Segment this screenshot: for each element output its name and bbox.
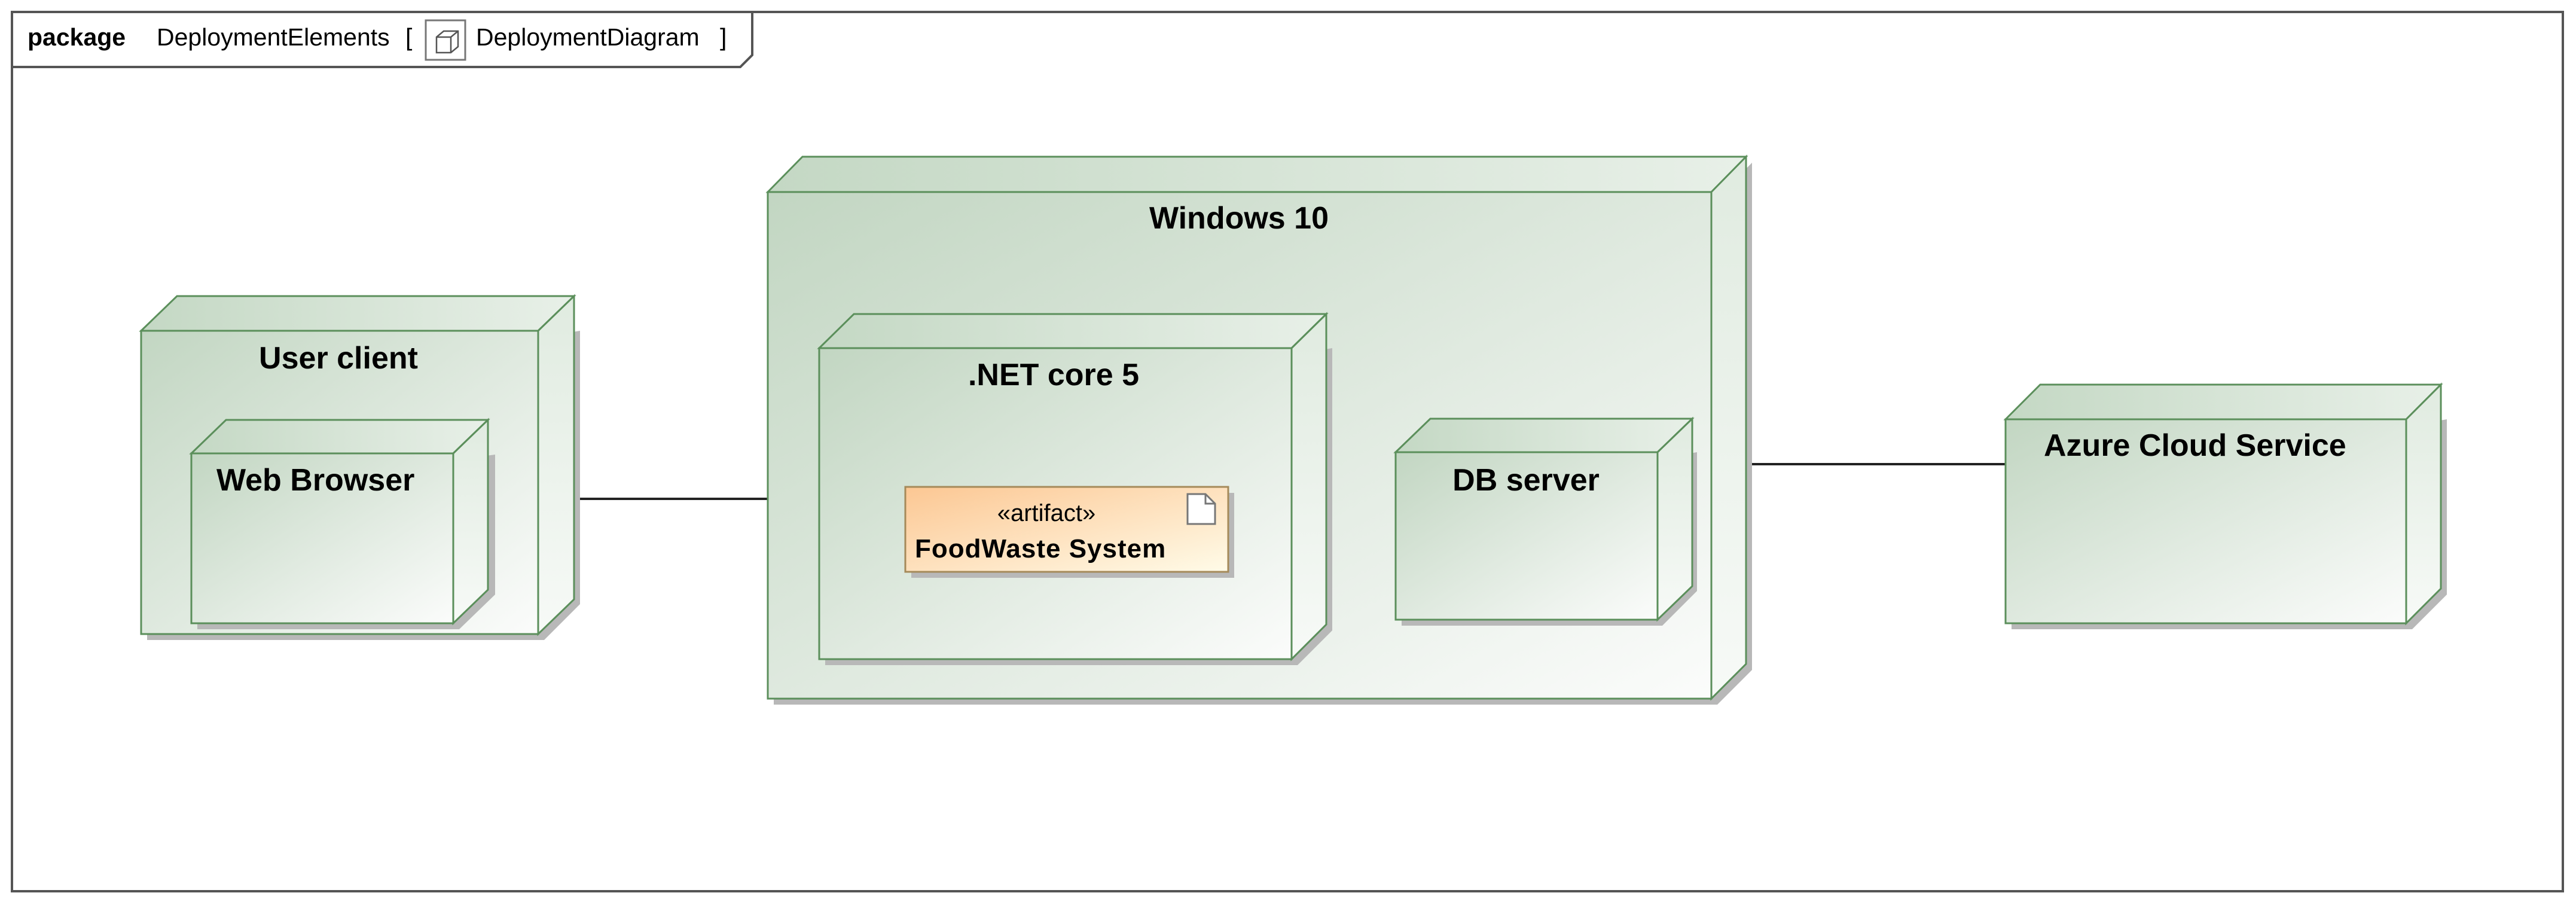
frame-diagram-name: DeploymentDiagram bbox=[476, 23, 700, 51]
frame-open-bracket: [ bbox=[405, 23, 413, 51]
node-web-browser[interactable]: Web Browser bbox=[189, 418, 495, 629]
deployment-diagram-icon bbox=[425, 19, 466, 61]
windows-title: Windows 10 bbox=[1149, 201, 1329, 236]
azure-title: Azure Cloud Service bbox=[2044, 428, 2346, 463]
frame-package-name: DeploymentElements bbox=[157, 23, 390, 51]
artifact-stereotype: «artifact» bbox=[997, 500, 1096, 526]
frame-keyword: package bbox=[28, 23, 126, 51]
artifact-document-icon bbox=[1186, 493, 1216, 525]
artifact-name: FoodWaste System bbox=[915, 534, 1166, 563]
node-db-server[interactable]: DB server bbox=[1393, 416, 1697, 626]
user-client-title: User client bbox=[259, 341, 418, 376]
node-azure-cloud-service[interactable]: Azure Cloud Service bbox=[2003, 382, 2447, 629]
frame-close-bracket: ] bbox=[720, 23, 727, 51]
artifact-foodwaste-system[interactable]: «artifact» FoodWaste System bbox=[904, 486, 1234, 578]
net-core-title: .NET core 5 bbox=[968, 358, 1139, 392]
web-browser-title: Web Browser bbox=[216, 463, 414, 498]
db-server-title: DB server bbox=[1452, 463, 1600, 498]
